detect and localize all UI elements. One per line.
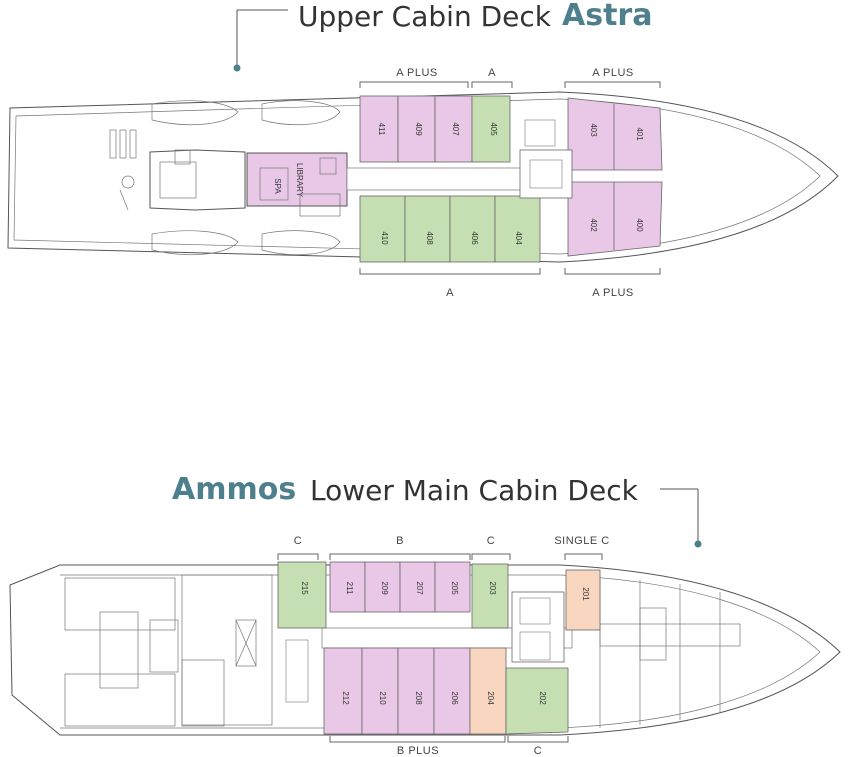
lower-label-top-c2: C [487,535,495,547]
cabin-202-number: 202 [538,691,547,705]
cabin-209-number: 209 [380,581,389,595]
cabin-204 [469,647,507,735]
cabin-202 [505,667,569,735]
spa-label: SPA [273,178,282,194]
cabin-206 [433,647,471,735]
lower-title-dot [694,540,702,548]
cabin-212 [323,647,363,735]
lower-hull [9,564,841,736]
upper-title-dot [233,64,241,72]
cabin-400-number: 400 [635,218,644,232]
cabin-208-number: 208 [414,691,423,705]
cabin-405 [471,95,511,163]
lower-title-bold: Ammos [172,472,296,507]
cabin-404-number: 404 [514,231,523,245]
upper-cabins: 411 409 407 405 403 401 410 408 406 404 … [346,95,663,263]
upper-amenities: SPA LIBRARY [246,152,348,217]
cabin-403 [567,97,663,171]
cabin-402 [567,181,663,257]
cabin-408 [404,195,451,263]
upper-label-top-right: A PLUS [592,67,634,79]
upper-title-bold: Astra [562,0,652,33]
cabin-407-number: 407 [451,122,460,136]
cabin-407 [434,95,473,163]
cabin-401-number: 401 [635,127,644,141]
cabin-201 [565,569,601,631]
lower-label-top-b: B [396,535,404,547]
cabin-405-number: 405 [489,122,498,136]
cabin-410 [359,195,406,263]
cabin-406 [449,195,496,263]
cabin-215 [277,561,327,629]
cabin-410-number: 410 [380,231,389,245]
upper-label-top-left: A PLUS [396,67,438,79]
cabin-403-number: 403 [589,123,598,137]
cabin-204-number: 204 [486,691,495,705]
lower-label-bottom-bplus: B PLUS [397,745,439,757]
upper-label-top-mid: A [488,67,496,79]
cabin-210 [361,647,399,735]
library-label: LIBRARY [295,163,304,198]
lower-label-bottom-c: C [534,745,542,757]
cabin-402-number: 402 [589,218,598,232]
cabin-203 [471,563,509,629]
cabin-411-number: 411 [377,123,386,136]
lower-cabins: 215 211 209 207 205 203 201 212 210 208 … [277,561,601,735]
spa-library-area [246,152,348,207]
lower-title-regular: Lower Main Cabin Deck [310,474,639,507]
cabin-211-number: 211 [345,582,354,595]
cabin-409 [397,95,436,163]
cabin-203-number: 203 [488,581,497,595]
lower-category-brackets: C B C SINGLE C B PLUS C [277,535,609,757]
cabin-408-number: 408 [425,231,434,245]
cabin-212-number: 212 [341,691,350,705]
lower-label-top-c1: C [294,535,302,547]
upper-category-brackets: A PLUS A A PLUS A A PLUS [359,67,661,299]
lower-label-top-single: SINGLE C [554,535,609,547]
cabin-404 [494,195,541,263]
cabin-406-number: 406 [470,231,479,245]
upper-label-bottom-right: A PLUS [592,287,634,299]
upper-title-regular: Upper Cabin Deck [298,0,552,33]
cabin-409-number: 409 [414,122,423,136]
cabin-208 [397,647,435,735]
upper-label-bottom-left: A [446,287,454,299]
cabin-411 [359,95,399,163]
lower-deck-title: Ammos Lower Main Cabin Deck [172,472,702,548]
cabin-211 [329,561,366,613]
cabin-206-number: 206 [450,691,459,705]
cabin-210-number: 210 [378,691,387,705]
cabin-205-number: 205 [450,581,459,595]
cabin-215-number: 215 [300,581,309,595]
cabin-205 [434,561,471,613]
cabin-207-number: 207 [415,581,424,595]
cabin-209 [364,561,401,613]
cabin-201-number: 201 [581,587,590,601]
upper-deck-title: Upper Cabin Deck Astra [233,0,652,72]
